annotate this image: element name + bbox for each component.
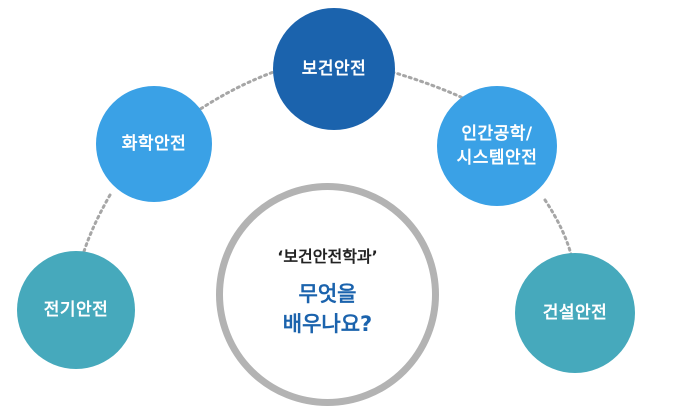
center-question: ‘보건안전학과’ 무엇을 배우나요? [216, 183, 439, 406]
node-ergonomics-label-line1: 인간공학/ [461, 124, 533, 144]
center-title-line1: 무엇을 [298, 281, 357, 306]
node-construction-safety: 건설안전 [515, 253, 635, 373]
connector-left-upper-lower [80, 193, 112, 260]
node-electrical-safety: 전기안전 [17, 251, 135, 369]
node-ergonomics-label-line2: 시스템안전 [456, 148, 538, 168]
center-ring [216, 183, 439, 406]
center-subtitle: ‘보건안전학과’ [277, 246, 378, 266]
node-chemical-safety-label: 화학안전 [121, 134, 187, 154]
connector-right-upper-lower [543, 198, 574, 260]
node-chemical-safety: 화학안전 [96, 86, 212, 202]
center-title-line2: 배우나요? [282, 311, 373, 336]
node-ergonomics-system-safety: 인간공학/ 시스템안전 [437, 86, 557, 206]
node-health-safety: 보건안전 [273, 8, 395, 130]
node-construction-safety-label: 건설안전 [542, 303, 608, 323]
node-health-safety-label: 보건안전 [301, 59, 367, 79]
node-electrical-safety-label: 전기안전 [43, 300, 109, 320]
